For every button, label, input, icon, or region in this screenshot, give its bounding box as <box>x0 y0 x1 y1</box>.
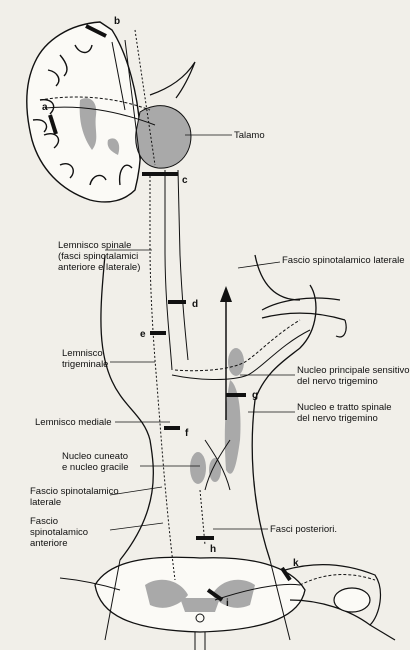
letter-h: h <box>210 544 216 555</box>
label-nucleo-cuneato-2: e nucleo gracile <box>62 462 129 473</box>
spinal-cord-section <box>95 557 305 650</box>
label-nucleo-cuneato: Nucleo cuneato <box>62 451 128 462</box>
label-nucleo-principale-2: del nervo trigemino <box>297 376 378 387</box>
label-lemnisco-spinale-2: (fasci spinotalamici <box>58 251 138 262</box>
letter-b: b <box>114 16 120 27</box>
letter-c: c <box>182 175 188 186</box>
label-talamo: Talamo <box>234 130 265 141</box>
label-lemnisco-trigeminale: Lemnisco <box>62 348 103 359</box>
label-fascio-st-anteriore: Fascio <box>30 516 58 527</box>
label-fascio-st-anteriore-2: spinotalamico <box>30 527 88 538</box>
brainstem-outline <box>101 255 316 560</box>
label-fascio-spinotalamico-laterale-top: Fascio spinotalamico laterale <box>282 255 405 266</box>
label-nucleo-tratto-spinale-2: del nervo trigemino <box>297 413 378 424</box>
ventricle-outline <box>150 62 195 98</box>
label-fascio-st-laterale-2: laterale <box>30 497 61 508</box>
letter-i: i <box>226 598 229 609</box>
label-fasci-posteriori: Fasci posteriori. <box>270 524 337 535</box>
letter-a: a <box>42 102 48 113</box>
label-lemnisco-spinale-3: anteriore e laterale) <box>58 262 140 273</box>
label-lemnisco-mediale: Lemnisco mediale <box>35 417 112 428</box>
label-nucleo-tratto-spinale: Nucleo e tratto spinale <box>297 402 392 413</box>
thalamus <box>136 106 191 168</box>
label-fascio-st-laterale: Fascio spinotalamico <box>30 486 119 497</box>
letter-k: k <box>293 558 299 569</box>
letter-g: g <box>252 390 258 401</box>
label-lemnisco-trigeminale-2: trigeminale <box>62 359 108 370</box>
brainstem-nuclei <box>190 348 244 484</box>
letter-f: f <box>185 428 189 439</box>
label-nucleo-principale: Nucleo principale sensitivo <box>297 365 409 376</box>
letter-d: d <box>192 299 198 310</box>
dorsal-root-ganglion <box>285 565 395 640</box>
trigeminal-nerve <box>262 298 346 337</box>
label-lemnisco-spinale: Lemnisco spinale <box>58 240 131 251</box>
label-fascio-st-anteriore-3: anteriore <box>30 538 68 549</box>
letter-e: e <box>140 329 146 340</box>
